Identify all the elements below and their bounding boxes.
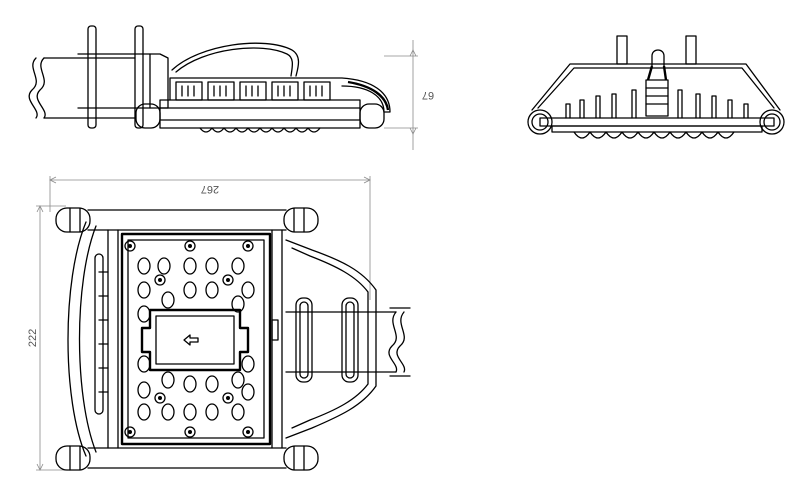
- front-endcap: [759, 109, 785, 135]
- front-view: [527, 35, 785, 139]
- plan-pole: [285, 311, 397, 373]
- dimension-width: 267: [49, 176, 371, 300]
- side-housing: [159, 99, 361, 129]
- plan-lenses-top: [137, 257, 255, 323]
- side-cover: [169, 77, 391, 113]
- front-body: [531, 63, 781, 111]
- front-fins: [565, 89, 749, 119]
- front-cable: [651, 49, 665, 67]
- side-view: 67: [28, 25, 434, 150]
- dimension-height-label: 67: [422, 89, 434, 101]
- side-endcap: [135, 103, 161, 129]
- front-gland: [645, 79, 669, 117]
- dimension-length-label: 222: [27, 329, 39, 347]
- plan-curved-cover: [67, 221, 87, 457]
- plan-endcaps: [55, 207, 319, 471]
- plan-pole-break: [388, 311, 398, 373]
- dimension-height: 67: [384, 40, 434, 150]
- plan-screws: [124, 240, 254, 438]
- dimension-length: 222: [27, 205, 66, 471]
- side-clamp-bolt: [87, 25, 97, 129]
- plan-clamp: [341, 297, 359, 383]
- side-endcap: [359, 103, 385, 129]
- front-lens-row: [573, 131, 735, 139]
- side-pole-break: [36, 57, 46, 119]
- plan-led-board: [120, 232, 272, 446]
- side-pole: [43, 57, 136, 119]
- plan-lenses-bottom: [137, 355, 255, 421]
- plan-view: 267 222: [27, 176, 411, 471]
- side-clamp-bolt: [134, 25, 144, 129]
- plan-clamp: [295, 297, 313, 383]
- side-cable: [171, 42, 300, 77]
- side-bracket: [77, 53, 169, 109]
- dimension-width-label: 267: [201, 183, 219, 195]
- front-endcap: [527, 109, 553, 135]
- plan-frame-bars: [87, 209, 287, 469]
- arrow-icon: [183, 334, 199, 346]
- plan-bracket: [285, 239, 377, 439]
- plan-side-fins: [94, 253, 109, 415]
- side-heatsink-fins: [175, 81, 331, 101]
- plan-center-plate: [140, 308, 250, 372]
- side-lens-row: [199, 127, 321, 133]
